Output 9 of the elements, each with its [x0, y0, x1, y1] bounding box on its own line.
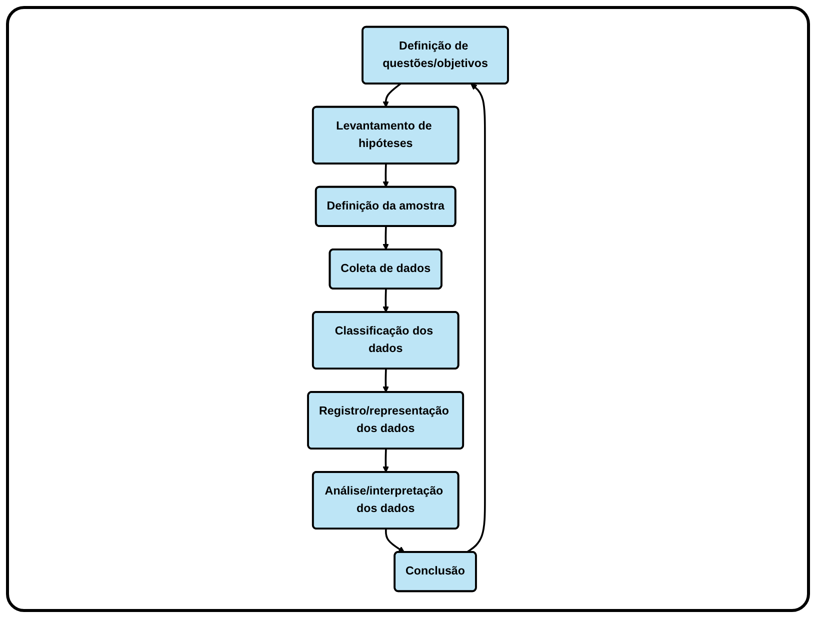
diagram-frame: Definição de questões/objetivos Levantamento de hipóteses Definição da amostra Coleta de dados Classificação dos dados Registro/representação dos dados Análise/interpretação dos dados Conclusão — [6, 6, 810, 612]
arrow — [384, 528, 405, 553]
arrow — [466, 84, 486, 554]
arrow — [382, 288, 389, 313]
arrow — [382, 164, 389, 188]
arrow — [382, 83, 401, 108]
arrow — [382, 448, 389, 473]
arrow — [382, 226, 389, 250]
arrow — [382, 368, 389, 393]
